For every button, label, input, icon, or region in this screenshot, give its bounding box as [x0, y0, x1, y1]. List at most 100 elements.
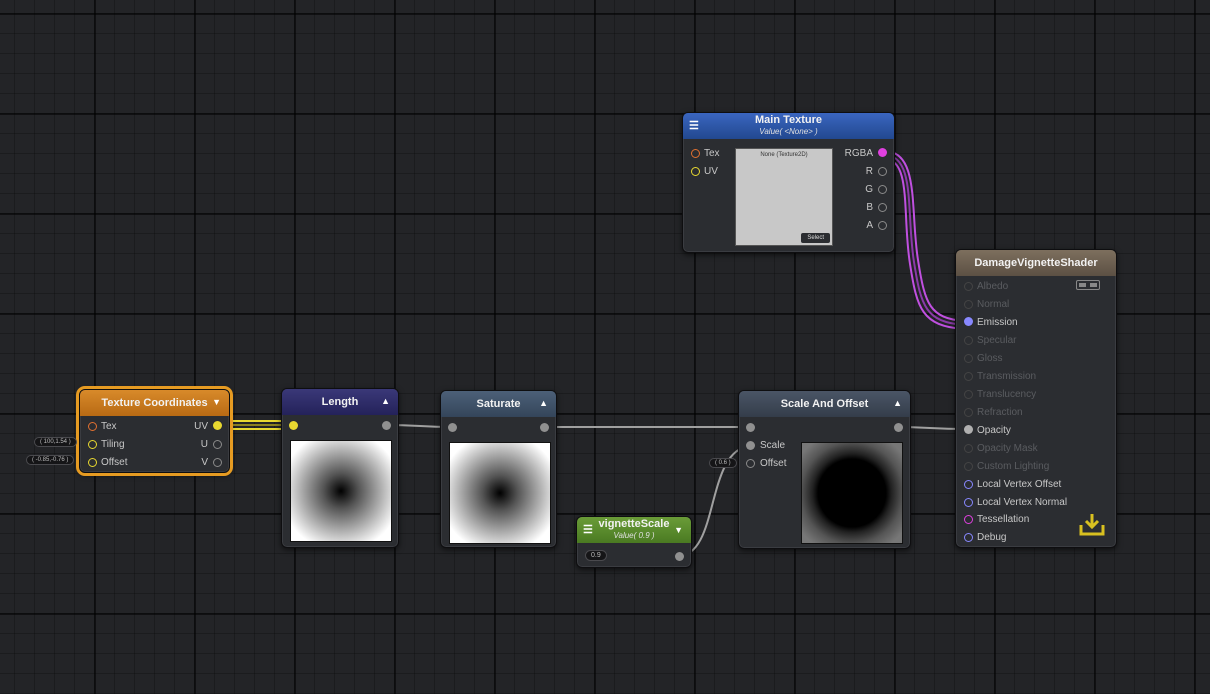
label-emission: Emission: [977, 317, 1018, 328]
tiling-value-field[interactable]: ( 100,1.54 ): [34, 437, 77, 447]
saturate-preview: [449, 442, 551, 544]
output-port[interactable]: [894, 423, 903, 432]
toggle-icon[interactable]: [1076, 280, 1100, 290]
length-node[interactable]: Length ▲: [281, 388, 399, 548]
collapse-triangle-icon[interactable]: ▲: [381, 396, 390, 406]
output-port-r[interactable]: [878, 167, 887, 176]
label-normal: Normal: [977, 299, 1010, 310]
output-port-uv[interactable]: [213, 421, 222, 430]
texture-coordinates-node[interactable]: Texture Coordinates ▼ Tex Tiling Offset …: [76, 386, 233, 476]
port-debug[interactable]: [964, 533, 973, 542]
output-header[interactable]: DamageVignetteShader: [956, 250, 1116, 276]
output-port-rgba[interactable]: [878, 148, 887, 157]
output-port[interactable]: [675, 552, 684, 561]
label-local-vertex-normal: Local Vertex Normal: [977, 497, 1068, 508]
output-label-g: G: [865, 184, 873, 195]
collapse-triangle-icon[interactable]: ▼: [212, 397, 221, 407]
output-label-r: R: [865, 166, 873, 177]
saturate-header[interactable]: Saturate ▲: [441, 391, 556, 417]
texture-slot-name: None (Texture2D): [760, 152, 808, 158]
collapse-triangle-icon[interactable]: ▲: [893, 398, 902, 408]
output-port-u[interactable]: [213, 440, 222, 449]
collapse-triangle-icon[interactable]: ▲: [539, 398, 548, 408]
main-texture-title: Main Texture: [754, 114, 823, 126]
port-opacity[interactable]: [964, 425, 973, 434]
output-port-a[interactable]: [878, 221, 887, 230]
input-port[interactable]: [448, 423, 457, 432]
output-label-v: V: [201, 457, 208, 468]
download-tray-icon[interactable]: [1078, 512, 1106, 538]
input-label-scale: Scale: [760, 440, 786, 451]
output-port-g[interactable]: [878, 185, 887, 194]
saturate-node[interactable]: Saturate ▲: [440, 390, 557, 548]
vignette-scale-title: vignetteScale: [598, 518, 670, 530]
input-label-tex: Tex: [101, 421, 117, 432]
output-port[interactable]: [540, 423, 549, 432]
output-port-b[interactable]: [878, 203, 887, 212]
select-button[interactable]: Select: [801, 233, 830, 243]
scale-and-offset-preview: [801, 442, 903, 544]
output-label-a: A: [866, 220, 873, 231]
output-port[interactable]: [382, 421, 391, 430]
input-port-uv[interactable]: [691, 167, 700, 176]
label-opacity: Opacity: [977, 425, 1011, 436]
output-node[interactable]: DamageVignetteShader Albedo Normal Emiss…: [955, 249, 1117, 548]
input-port-tex[interactable]: [691, 149, 700, 158]
output-title: DamageVignetteShader: [974, 257, 1098, 269]
input-port-offset[interactable]: [88, 458, 97, 467]
vignette-scale-node[interactable]: ☰ vignetteScale Value( 0.9 ) ▼ 0.9: [576, 516, 692, 568]
scale-and-offset-node[interactable]: Scale And Offset ▲ Scale Offset: [738, 390, 911, 549]
input-label-uv: UV: [704, 166, 718, 177]
vignette-scale-header[interactable]: ☰ vignetteScale Value( 0.9 ) ▼: [577, 517, 691, 543]
input-port[interactable]: [289, 421, 298, 430]
texture-coordinates-header[interactable]: Texture Coordinates ▼: [80, 390, 229, 416]
scale-and-offset-title: Scale And Offset: [780, 398, 869, 410]
port-gloss[interactable]: [964, 354, 973, 363]
collapse-triangle-icon[interactable]: ▼: [674, 525, 683, 535]
label-opacity-mask: Opacity Mask: [977, 443, 1038, 454]
offset-value-field[interactable]: ( -0.85,-0.76 ): [26, 455, 75, 465]
length-title: Length: [321, 396, 359, 408]
input-label-offset: Offset: [760, 458, 787, 469]
input-port-scale[interactable]: [746, 441, 755, 450]
main-texture-node[interactable]: ☰ Main Texture Value( <None> ) Tex UV No…: [682, 112, 895, 253]
scale-offset-value-field[interactable]: ( 0.6 ): [709, 458, 737, 468]
vignette-scale-subtitle: Value( 0.9 ): [613, 531, 655, 540]
output-port-v[interactable]: [213, 458, 222, 467]
length-preview: [290, 440, 392, 542]
label-debug: Debug: [977, 532, 1007, 543]
input-port-tex[interactable]: [88, 422, 97, 431]
texture-coordinates-title: Texture Coordinates: [101, 397, 208, 409]
label-specular: Specular: [977, 335, 1017, 346]
port-local-vertex-offset[interactable]: [964, 480, 973, 489]
input-label-offset: Offset: [101, 457, 128, 468]
port-emission[interactable]: [964, 317, 973, 326]
port-local-vertex-normal[interactable]: [964, 498, 973, 507]
port-opacity-mask[interactable]: [964, 444, 973, 453]
port-tessellation[interactable]: [964, 515, 973, 524]
label-gloss: Gloss: [977, 353, 1003, 364]
saturate-title: Saturate: [476, 398, 521, 410]
main-texture-header[interactable]: ☰ Main Texture Value( <None> ): [683, 113, 894, 139]
input-port-tiling[interactable]: [88, 440, 97, 449]
input-port-offset[interactable]: [746, 459, 755, 468]
port-normal[interactable]: [964, 300, 973, 309]
texture-slot[interactable]: None (Texture2D) Select: [735, 148, 833, 246]
output-label-uv: UV: [194, 421, 208, 432]
port-refraction[interactable]: [964, 408, 973, 417]
port-specular[interactable]: [964, 336, 973, 345]
scale-and-offset-header[interactable]: Scale And Offset ▲: [739, 391, 910, 417]
hamburger-menu-icon[interactable]: ☰: [583, 524, 593, 536]
label-translucency: Translucency: [977, 389, 1037, 400]
label-local-vertex-offset: Local Vertex Offset: [977, 479, 1062, 490]
port-custom-lighting[interactable]: [964, 462, 973, 471]
hamburger-menu-icon[interactable]: ☰: [689, 120, 699, 132]
vignette-value-field[interactable]: 0.9: [585, 550, 607, 561]
port-transmission[interactable]: [964, 372, 973, 381]
port-translucency[interactable]: [964, 390, 973, 399]
length-header[interactable]: Length ▲: [282, 389, 398, 415]
input-port-value[interactable]: [746, 423, 755, 432]
input-label-tex: Tex: [704, 148, 720, 159]
input-label-tiling: Tiling: [101, 439, 125, 450]
port-albedo[interactable]: [964, 282, 973, 291]
